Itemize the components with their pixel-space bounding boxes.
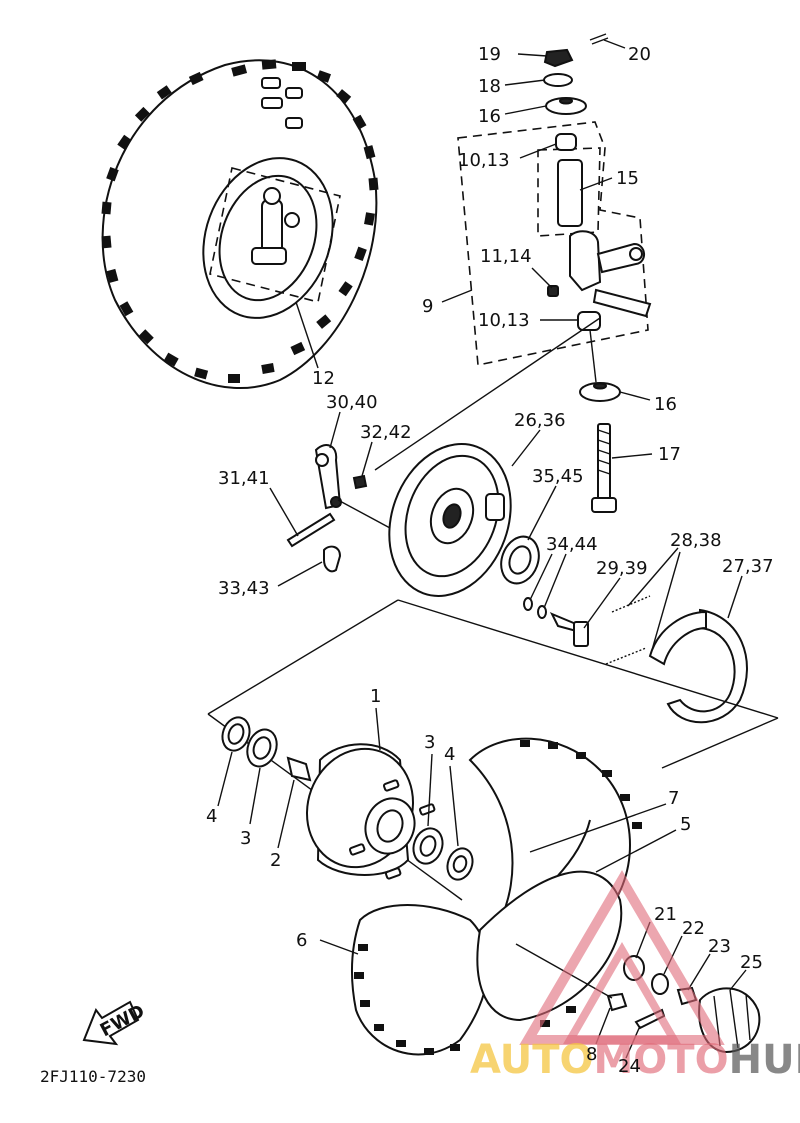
label-29-39: 29,39: [596, 558, 648, 579]
label-2: 2: [270, 850, 281, 871]
diagram-code: 2FJ110-7230: [40, 1067, 146, 1086]
label-24: 24: [618, 1056, 641, 1077]
label-27-37: 27,37: [722, 556, 774, 577]
label-16-bottom: 16: [654, 394, 677, 415]
label-31-41: 31,41: [218, 468, 270, 489]
front-tire-assembly: [101, 59, 379, 389]
label-22: 22: [682, 918, 705, 939]
label-16-top: 16: [478, 106, 501, 127]
label-12: 12: [312, 368, 335, 389]
label-26-36: 26,36: [514, 410, 566, 431]
label-10-13-bottom: 10,13: [478, 310, 530, 331]
label-19: 19: [478, 44, 501, 65]
label-17: 17: [658, 444, 681, 465]
part-number-labels: 19 20 18 16 10,13 15 11,14 9 10,13 16 17…: [206, 44, 774, 1077]
wheel-hub-assembly: [221, 716, 474, 881]
label-25: 25: [740, 952, 763, 973]
label-10-13-top: 10,13: [458, 150, 510, 171]
label-32-42: 32,42: [360, 422, 412, 443]
label-20: 20: [628, 44, 651, 65]
label-11-14: 11,14: [480, 246, 532, 267]
leader-lines-top: [295, 39, 653, 471]
label-30-40: 30,40: [326, 392, 378, 413]
steering-knuckle-assembly: [457, 33, 652, 513]
label-5: 5: [680, 814, 691, 835]
label-8: 8: [586, 1044, 597, 1065]
label-6: 6: [296, 930, 307, 951]
label-23: 23: [708, 936, 731, 957]
label-3-left: 3: [240, 828, 251, 849]
label-4-right: 4: [444, 744, 455, 765]
brake-panel-assembly: [286, 443, 748, 724]
wheel-rim-halves: [350, 737, 761, 1056]
label-28-38: 28,38: [670, 530, 722, 551]
label-9: 9: [422, 296, 433, 317]
label-21: 21: [654, 904, 677, 925]
label-18: 18: [478, 76, 501, 97]
label-15: 15: [616, 168, 639, 189]
label-3-right: 3: [424, 732, 435, 753]
forward-arrow-icon: FWD: [82, 1000, 148, 1046]
watermark-auto: AUTOMOTOHUB: [470, 1037, 800, 1083]
watermark-logo: AUTOMOTOHUB: [470, 870, 800, 1083]
label-34-44: 34,44: [546, 534, 598, 555]
label-33-43: 33,43: [218, 578, 270, 599]
label-4-left: 4: [206, 806, 217, 827]
label-7: 7: [668, 788, 679, 809]
label-35-45: 35,45: [532, 466, 584, 487]
label-1: 1: [370, 686, 381, 707]
